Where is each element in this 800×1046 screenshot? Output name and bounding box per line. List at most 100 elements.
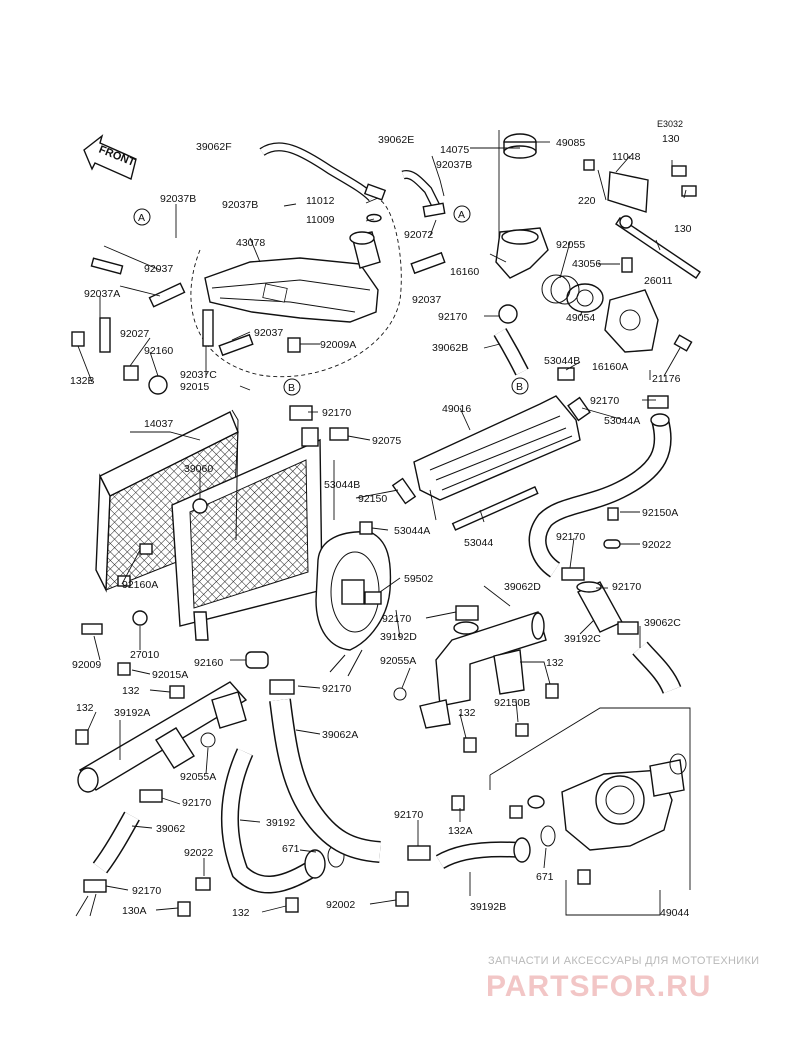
part-label: 43056 — [572, 258, 601, 270]
part-label: 92037B — [436, 159, 472, 171]
rubber-92160a — [139, 543, 153, 555]
pump-box-top — [489, 707, 691, 890]
oring-92055 — [541, 274, 571, 304]
sensor-27010 — [132, 610, 148, 626]
part-label: 92055A — [380, 655, 416, 667]
ref-marker-a2: A — [453, 205, 471, 223]
part-label: 92015A — [152, 669, 188, 681]
part-label: 39062B — [432, 342, 468, 354]
thermostat-housing — [495, 133, 549, 279]
part-label: 92170 — [322, 683, 351, 695]
diagram-code: E3032 — [657, 119, 683, 129]
part-label: 92170 — [182, 797, 211, 809]
part-label: 92170 — [438, 311, 467, 323]
clamp-92170-e — [498, 304, 518, 324]
watermark: ЗАПЧАСТИ И АКСЕССУАРЫ ДЛЯ МОТОТЕХНИКИ PA… — [486, 955, 759, 1003]
rod-53044 — [451, 486, 539, 531]
part-label: 92015 — [180, 381, 209, 393]
part-label: 16160A — [592, 361, 628, 373]
part-label: 92170 — [590, 395, 619, 407]
part-label: 92022 — [184, 847, 213, 859]
part-label: 14037 — [144, 418, 173, 430]
part-label: 27010 — [130, 649, 159, 661]
svg-text:A: A — [138, 212, 145, 224]
part-label: 132 — [232, 907, 250, 919]
bolt-92009 — [81, 623, 103, 635]
clamp-92170-f — [289, 405, 313, 421]
part-label: 92037 — [144, 263, 173, 275]
pipe-39192a — [77, 681, 248, 793]
part-label: 11012 — [306, 195, 335, 207]
part-label: 92170 — [132, 885, 161, 897]
part-label: 26011 — [644, 275, 673, 287]
bolt-132-d — [169, 685, 185, 699]
part-label: 49016 — [442, 403, 471, 415]
bolt-92009a — [287, 337, 301, 353]
pin-92037 — [90, 257, 124, 275]
bolt-92002 — [395, 891, 409, 907]
radiator — [95, 411, 323, 641]
part-label: 39062 — [156, 823, 185, 835]
bolt-pump — [577, 869, 591, 885]
part-label: 130 — [662, 133, 680, 145]
part-label: 92037B — [160, 193, 196, 205]
grommet-53044b — [391, 477, 417, 505]
hose-39062b-inner — [494, 328, 528, 375]
pipe-39192b-inner — [436, 842, 521, 868]
part-label: 53044A — [394, 525, 430, 537]
bolt-132-f — [463, 737, 477, 753]
bracket-92037c — [202, 309, 214, 347]
part-label: 39192 — [266, 817, 295, 829]
part-label: 92027 — [120, 328, 149, 340]
pipe-39192-inner — [222, 748, 314, 892]
bolt-132a-b — [451, 795, 465, 811]
clamp-92170-h — [561, 567, 585, 581]
part-label: 11009 — [306, 214, 335, 226]
bracket-92072 — [422, 202, 446, 218]
part-label: 92170 — [612, 581, 641, 593]
bolt-92150b — [515, 723, 529, 737]
bolt-132a — [509, 805, 523, 819]
thermostat-cover — [550, 275, 659, 353]
bolt-130-b — [681, 185, 697, 197]
part-label: 92160 — [144, 345, 173, 357]
pipe-39192d — [419, 611, 547, 729]
shroud-49016 — [413, 395, 581, 501]
radiator-frame-line — [231, 409, 239, 541]
part-label: 43078 — [236, 237, 265, 249]
bolt-132b — [71, 331, 85, 347]
part-label: 92002 — [326, 899, 355, 911]
clamp-92170-j — [647, 395, 669, 409]
part-label: 39192B — [470, 901, 506, 913]
cooling-fan — [315, 531, 392, 677]
bolt-92150 — [359, 521, 373, 535]
part-label: 92160A — [122, 579, 158, 591]
grommet-92160 — [148, 375, 168, 395]
part-label: 92150A — [642, 507, 678, 519]
svg-text:B: B — [288, 382, 295, 394]
part-label: 92055 — [556, 239, 585, 251]
part-label: 132A — [448, 825, 473, 837]
part-label: 671 — [536, 871, 554, 883]
ref-marker-b2: B — [511, 377, 529, 395]
bolt-220 — [583, 159, 595, 171]
svg-text:A: A — [458, 209, 465, 221]
part-label: 39062F — [196, 141, 232, 153]
rod-eye — [619, 215, 633, 229]
part-label: 53044B — [544, 355, 580, 367]
part-label: 49085 — [556, 137, 585, 149]
bolt-92150a — [607, 507, 619, 521]
oring-92055a — [200, 732, 216, 748]
ref-marker-a1: A — [133, 208, 151, 226]
clamp-92170-c — [269, 679, 295, 695]
part-label: 671 — [282, 843, 300, 855]
part-label: 92170 — [382, 613, 411, 625]
part-label: 39062A — [322, 729, 358, 741]
oring-92055a-b — [393, 687, 407, 701]
pump-box-bottom — [489, 775, 661, 916]
ref-marker-b1: B — [283, 378, 301, 396]
part-label: 39062D — [504, 581, 541, 593]
part-label: 132B — [70, 375, 95, 387]
bolt-130-a — [671, 165, 687, 177]
clamp-11012 — [363, 183, 387, 201]
